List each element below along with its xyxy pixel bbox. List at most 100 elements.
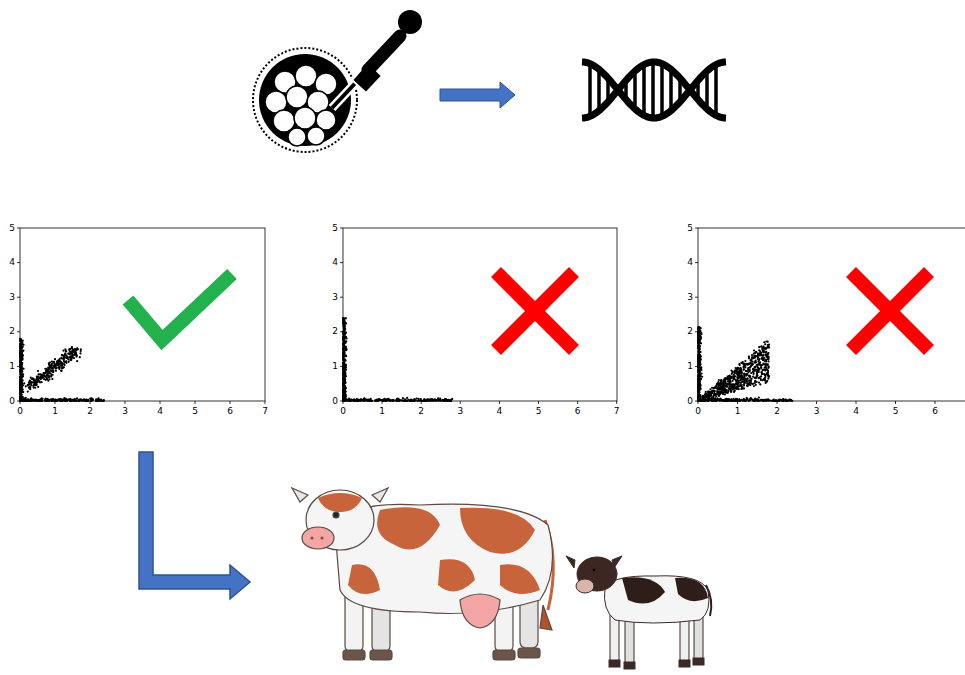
data-point — [76, 397, 78, 399]
data-point — [20, 368, 22, 370]
data-point — [716, 399, 718, 401]
data-point — [20, 363, 22, 365]
data-point — [52, 369, 54, 371]
data-point — [342, 331, 344, 333]
data-point — [65, 354, 67, 356]
data-point — [75, 400, 77, 402]
data-point — [697, 329, 699, 331]
data-point — [698, 366, 700, 368]
data-point — [342, 362, 344, 364]
data-point — [343, 346, 345, 348]
data-point — [59, 399, 61, 401]
data-point — [360, 400, 362, 402]
data-point — [20, 367, 22, 369]
data-point — [699, 327, 701, 329]
data-point — [699, 359, 701, 361]
data-point — [53, 366, 55, 368]
data-point — [61, 357, 63, 359]
data-point — [343, 400, 345, 402]
data-point — [20, 388, 22, 390]
data-point — [35, 380, 37, 382]
data-point — [378, 398, 380, 400]
data-point — [342, 395, 344, 397]
data-point — [20, 396, 22, 398]
dna-rung — [588, 64, 592, 117]
data-point — [19, 360, 21, 362]
data-point — [370, 399, 372, 401]
axis-tick — [895, 401, 896, 404]
data-point — [389, 399, 391, 401]
data-point — [342, 331, 344, 333]
data-point — [28, 387, 30, 389]
data-point — [343, 394, 345, 396]
data-point — [73, 399, 75, 401]
data-point — [63, 363, 65, 365]
data-point — [51, 378, 53, 380]
data-point — [343, 322, 345, 324]
data-point — [348, 400, 350, 402]
data-point — [20, 396, 22, 398]
data-point — [20, 366, 22, 368]
data-point — [29, 399, 31, 401]
data-point — [30, 384, 32, 386]
data-point — [20, 392, 22, 394]
data-point — [19, 338, 21, 340]
data-point — [345, 365, 347, 367]
data-point — [44, 368, 46, 370]
data-point — [343, 387, 345, 389]
data-point — [20, 366, 22, 368]
data-point — [697, 360, 699, 362]
data-point — [63, 399, 65, 401]
data-point — [343, 326, 345, 328]
data-point — [343, 346, 345, 348]
data-point — [66, 356, 68, 358]
data-point — [61, 367, 63, 369]
data-point — [699, 363, 701, 365]
axis-tick — [17, 297, 20, 298]
axis-tick — [816, 401, 817, 404]
data-point — [343, 350, 345, 352]
data-point — [19, 338, 21, 340]
axis-tick — [935, 401, 936, 404]
data-point — [343, 399, 345, 401]
data-point — [698, 329, 700, 331]
data-point — [343, 328, 345, 330]
data-point — [70, 359, 72, 361]
data-point — [30, 377, 32, 379]
data-point — [63, 364, 65, 366]
dna-rung — [669, 69, 673, 110]
data-point — [446, 400, 448, 402]
data-point — [56, 400, 58, 402]
data-point — [343, 329, 345, 331]
data-point — [342, 400, 344, 402]
data-point — [343, 400, 345, 402]
data-point — [70, 352, 72, 354]
data-point — [382, 399, 384, 401]
dna-rung — [642, 65, 646, 116]
data-point — [19, 398, 21, 400]
data-point — [97, 400, 99, 402]
data-point — [384, 399, 386, 401]
data-point — [343, 400, 345, 402]
data-point — [343, 398, 345, 400]
data-point — [343, 338, 345, 340]
data-point — [442, 399, 444, 401]
data-point — [27, 391, 29, 393]
data-point — [697, 341, 699, 343]
data-point — [343, 352, 345, 354]
data-point — [697, 380, 699, 382]
data-point — [342, 342, 344, 344]
data-point — [343, 399, 345, 401]
data-point — [406, 400, 408, 402]
data-point — [71, 399, 73, 401]
data-point — [65, 356, 67, 358]
data-point — [698, 390, 700, 392]
axis-tick — [538, 401, 539, 404]
data-point — [697, 332, 699, 334]
data-point — [75, 349, 77, 351]
data-point — [45, 400, 47, 402]
data-point — [20, 365, 22, 367]
data-point — [61, 370, 63, 372]
data-point — [343, 357, 345, 359]
data-point — [697, 377, 699, 379]
